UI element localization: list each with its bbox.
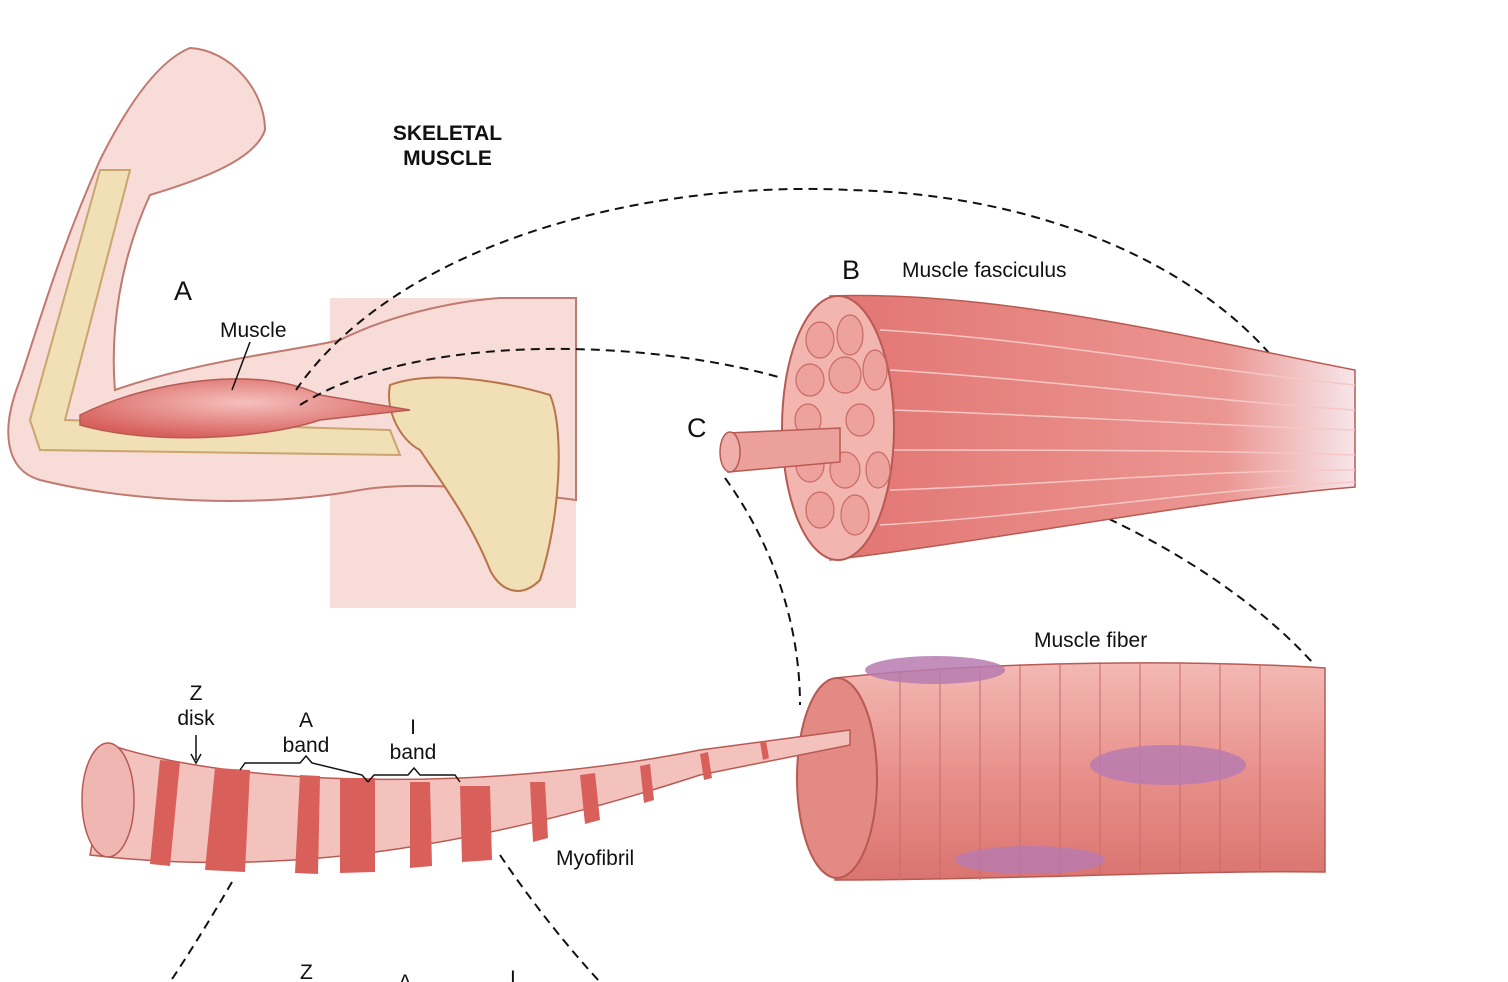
label-z-disk: Z disk: [170, 681, 222, 731]
label-bottom-z: Z: [300, 961, 313, 982]
label-b: B: [842, 255, 861, 285]
z-disk-line-1: Z: [189, 682, 203, 705]
label-muscle: Muscle: [220, 319, 287, 342]
label-muscle-fiber: Muscle fiber: [1034, 629, 1148, 652]
label-c: C: [687, 413, 707, 443]
muscle-fasciculus-body: [829, 294, 1356, 561]
scapula-bone: [388, 376, 560, 592]
nucleus: [1090, 745, 1246, 785]
i-band-line-1: I: [410, 716, 416, 739]
diagram-title: SKELETAL MUSCLE: [380, 121, 515, 171]
biceps-muscle: [79, 378, 411, 439]
nucleus: [865, 656, 1005, 684]
label-myofibril: Myofibril: [556, 847, 635, 870]
title-line-2: MUSCLE: [403, 147, 492, 171]
myofibril-bands: [150, 741, 769, 874]
title-line-1: SKELETAL: [392, 122, 503, 145]
i-band-line-2: band: [389, 741, 437, 765]
a-band-line-1: A: [298, 709, 313, 732]
label-a: A: [174, 276, 193, 306]
z-disk-line-2: disk: [177, 707, 215, 731]
band-brackets: [190, 341, 461, 783]
label-a-band: A band: [276, 708, 336, 758]
myofibril-cross-section: [81, 742, 135, 858]
label-bottom-a: A: [398, 970, 412, 982]
humerus-bone: [28, 169, 402, 457]
a-band-line-2: band: [282, 734, 330, 758]
label-i-band: I band: [383, 715, 443, 765]
fiber-cross-section: [796, 677, 878, 879]
label-bottom-i: I: [510, 967, 516, 982]
zoom-connector-lines: [169, 187, 1313, 982]
label-muscle-fasciculus: Muscle fasciculus: [902, 259, 1067, 282]
fasciculus-striations: [879, 329, 1356, 526]
muscle-fiber-body: [834, 662, 1326, 881]
nucleus: [955, 846, 1105, 874]
